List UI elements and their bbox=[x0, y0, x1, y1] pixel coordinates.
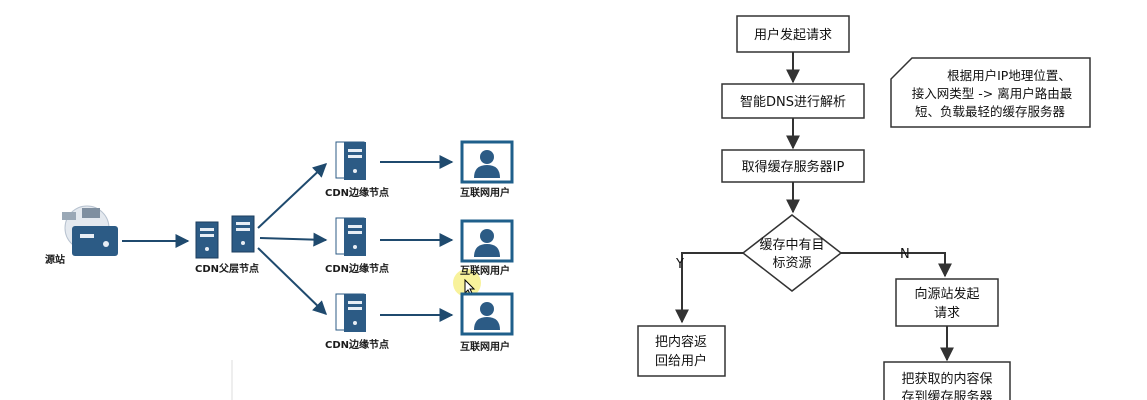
flow-step-save-cache-text: 存到缓存服务器 bbox=[901, 389, 992, 400]
parent-to-edge-arrow bbox=[257, 163, 328, 229]
note-text: 短、负载最轻的缓存服务器 bbox=[915, 104, 1066, 119]
flow-step-return-text: 回给用户 bbox=[655, 353, 707, 369]
user-label: 互联网用户 bbox=[460, 186, 510, 199]
flow-arrow-yes bbox=[675, 252, 743, 324]
flow-step-request-origin-text: 请求 bbox=[934, 306, 960, 321]
parent-server-icon bbox=[231, 215, 255, 253]
flow-step-dns bbox=[721, 83, 865, 119]
flow-decision-text: 缓存中有目 bbox=[759, 238, 824, 253]
internet-user-icon bbox=[460, 140, 514, 184]
parent-to-edge-arrow bbox=[259, 232, 328, 247]
note-text: 接入网类型 -> 离用户路由最 bbox=[912, 86, 1073, 101]
flow-decision-text: 标资源 bbox=[772, 256, 811, 271]
flow-step-request bbox=[736, 15, 850, 53]
parent-to-edge-arrow bbox=[257, 247, 328, 315]
edge-server-icon bbox=[335, 293, 366, 332]
flow-step-return-text: 把内容返 bbox=[655, 334, 707, 350]
parent-label: CDN父层节点 bbox=[195, 262, 259, 275]
edge-node: CDN边缘节点 bbox=[325, 217, 389, 275]
user-label: 互联网用户 bbox=[460, 340, 510, 353]
parent-server-icon bbox=[195, 221, 219, 259]
flow-step-request-origin bbox=[895, 278, 999, 327]
note-box bbox=[890, 57, 1091, 128]
internet-user-icon bbox=[460, 219, 514, 263]
flow-step-get-ip bbox=[721, 149, 865, 183]
edge-node: CDN边缘节点 bbox=[325, 293, 389, 351]
edge-node-label: CDN边缘节点 bbox=[325, 186, 389, 199]
flow-step-request-text: 用户发起请求 bbox=[754, 27, 832, 43]
edge-server-icon bbox=[335, 217, 366, 256]
edge-node-label: CDN边缘节点 bbox=[325, 338, 389, 351]
flow-step-get-ip-text: 取得缓存服务器IP bbox=[742, 159, 845, 175]
flow-arrow-no bbox=[841, 252, 952, 278]
flow-step-save-cache-text: 把获取的内容保 bbox=[901, 371, 992, 387]
branch-yes-label: Y bbox=[675, 257, 684, 272]
flow-step-save-cache bbox=[883, 361, 1011, 400]
note-text: 根据用户IP地理位置、 bbox=[947, 68, 1071, 83]
flow-step-request-origin-text: 向源站发起 bbox=[914, 286, 979, 302]
branch-no-label: N bbox=[900, 247, 910, 262]
edge-node-label: CDN边缘节点 bbox=[325, 262, 389, 275]
flow-step-return-content bbox=[637, 325, 726, 377]
edge-node: CDN边缘节点 bbox=[325, 141, 389, 199]
edge-server-icon bbox=[335, 141, 366, 180]
origin-label: 源站 bbox=[45, 253, 65, 266]
user-label: 互联网用户 bbox=[460, 264, 510, 277]
origin-server-icon bbox=[62, 205, 118, 256]
flow-decision-cache-hit bbox=[741, 214, 843, 292]
flow-step-dns-text: 智能DNS进行解析 bbox=[740, 95, 846, 110]
internet-user-icon bbox=[460, 292, 514, 336]
